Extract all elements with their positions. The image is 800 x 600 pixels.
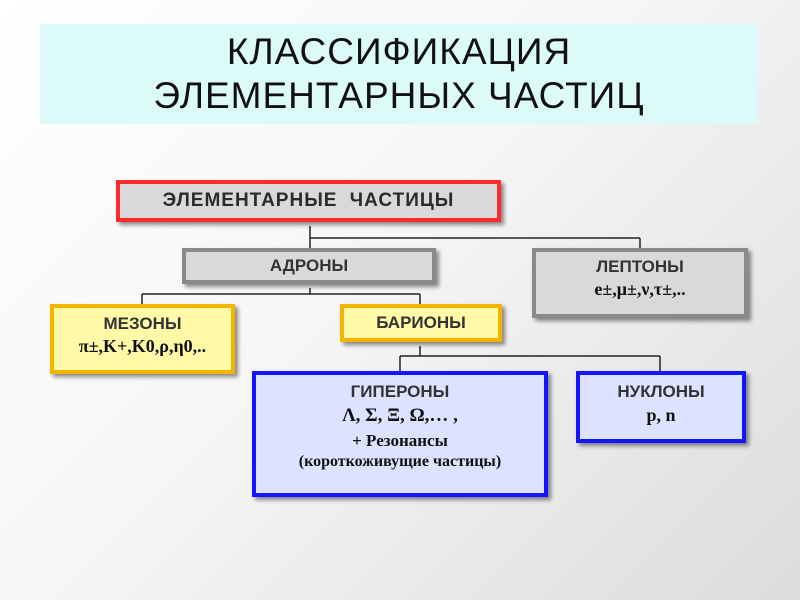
- node-leptons-label: ЛЕПТОНЫ: [596, 257, 684, 276]
- node-hadrons-label: АДРОНЫ: [269, 256, 349, 275]
- node-hyperons-note: (короткоживущие частицы): [298, 453, 502, 470]
- node-nucleons-label: НУКЛОНЫ: [617, 382, 705, 401]
- node-hyperons: ГИПЕРОНЫ Λ, Σ, Ξ, Ω,… , + Резонансы (кор…: [252, 371, 548, 497]
- slide-title: КЛАССИФИКАЦИЯ ЭЛЕМЕНТАРНЫХ ЧАСТИЦ: [40, 24, 758, 124]
- node-hyperons-label: ГИПЕРОНЫ: [350, 382, 450, 401]
- node-hyperons-resonances: + Резонансы: [352, 431, 448, 450]
- node-nucleons-particles: p, n: [646, 405, 676, 425]
- node-elementary-particles-label: ЭЛЕМЕНТАРНЫЕ ЧАСТИЦЫ: [162, 190, 455, 211]
- node-nucleons: НУКЛОНЫ p, n: [576, 371, 746, 443]
- node-baryons-label: БАРИОНЫ: [376, 313, 466, 332]
- node-elementary-particles: ЭЛЕМЕНТАРНЫЕ ЧАСТИЦЫ: [116, 180, 501, 222]
- node-mesons: МЕЗОНЫ π±,K+,K0,ρ,η0,..: [50, 304, 235, 374]
- node-baryons: БАРИОНЫ: [340, 304, 502, 342]
- node-hadrons: АДРОНЫ: [182, 248, 436, 284]
- title-line-2: ЭЛЕМЕНТАРНЫХ ЧАСТИЦ: [153, 75, 645, 116]
- node-leptons: ЛЕПТОНЫ e±,μ±,ν,τ±,..: [532, 248, 748, 318]
- node-mesons-particles: π±,K+,K0,ρ,η0,..: [78, 336, 207, 356]
- node-hyperons-particles: Λ, Σ, Ξ, Ω,… ,: [342, 405, 458, 426]
- node-leptons-particles: e±,μ±,ν,τ±,..: [594, 279, 686, 299]
- title-line-1: КЛАССИФИКАЦИЯ: [226, 31, 572, 72]
- node-mesons-label: МЕЗОНЫ: [103, 314, 182, 333]
